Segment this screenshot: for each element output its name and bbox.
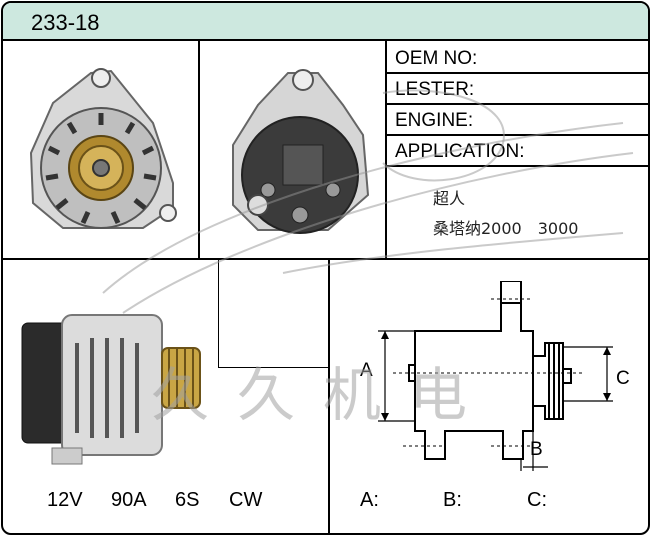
dimension-letter-c: C [616,368,630,389]
amperage-spec: 90A [111,489,147,511]
divider-top-left [198,39,200,259]
voltage-spec: 12V [47,489,83,511]
watermark-swoosh [102,89,634,314]
application-note-1: 超人 [433,189,466,208]
dimension-letter-a: A [360,360,373,381]
dimension-letter-b: B [530,439,543,460]
field-row-line-1 [385,72,648,74]
divider-bottom [328,258,330,533]
part-number-title: 233-18 [31,10,100,35]
dimension-c-label: C: [527,489,547,511]
rotation-spec: CW [229,489,263,511]
connector-line-v [218,258,219,368]
field-row-line-2 [385,103,648,105]
field-row-line-4 [385,165,648,167]
divider-top-right [385,39,387,259]
divider-horizontal [3,258,648,260]
application-note-2: 桑塔纳2000 3000 [433,219,579,238]
alternator-rear-image [232,69,370,234]
alternator-front-image [29,68,177,229]
dimension-drawing [378,281,613,471]
alternator-side-image [21,314,201,465]
title-bar: 233-18 [3,3,648,41]
oem-no-label: OEM NO: [395,48,478,69]
engine-label: ENGINE: [395,110,474,131]
field-row-line-3 [385,134,648,136]
dimension-b-label: B: [443,489,462,511]
dimension-a-label: A: [360,489,379,511]
connector-line-h [218,367,328,368]
watermark-text: 久久机电 [151,361,496,429]
pulley-spec: 6S [175,489,200,511]
